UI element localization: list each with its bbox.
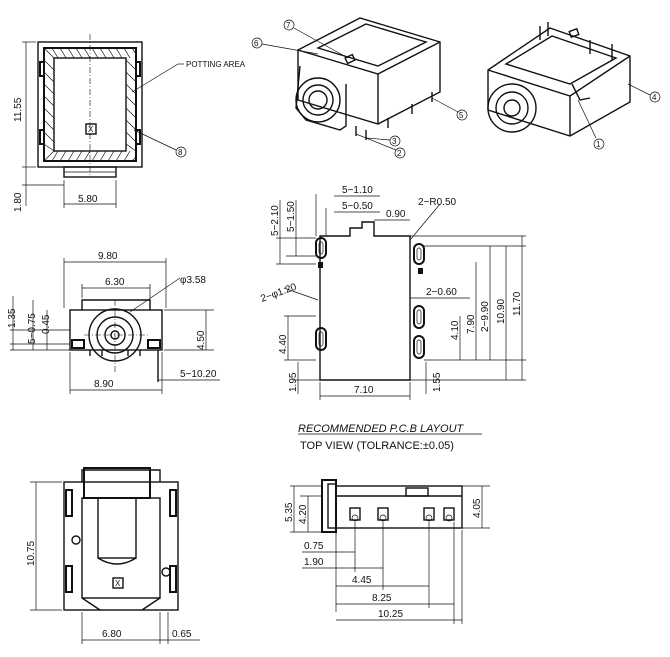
pcb-layout-subtitle: TOP VIEW (TOLRANCE:±0.05) [300, 440, 454, 452]
dim-lateral-075: 0.75 [304, 541, 324, 552]
callout-5: 5 [459, 111, 464, 120]
dim-side-base: 1.80 [13, 192, 24, 212]
dim-bottom-width: 6.80 [102, 629, 122, 640]
potting-hatch [43, 47, 137, 162]
dim-side-height: 11.55 [13, 97, 24, 122]
callout-4: 4 [652, 93, 657, 102]
dim-lateral-190: 1.90 [304, 557, 324, 568]
isometric-view-a: 6 7 3 2 5 [251, 17, 468, 159]
dim-side-width: 5.80 [78, 194, 98, 205]
potting-area-label: POTTING AREA [186, 60, 246, 69]
dim-pcb-155: 1.55 [432, 372, 443, 392]
lateral-view: 5.35 4.20 4.05 0.75 1.90 4.45 8.25 10.25 [284, 479, 490, 624]
callout-8: 8 [178, 148, 183, 157]
callout-7: 7 [286, 21, 291, 30]
dim-front-width-top: 9.80 [98, 251, 118, 262]
dim-front-pin: 5−10.20 [180, 369, 217, 380]
pcb-layout-title: RECOMMENDED P.C.B LAYOUT [298, 423, 465, 435]
dim-pcb-195: 1.95 [288, 372, 299, 392]
pcb-slot-holes [315, 237, 425, 359]
dim-pcb-060: 2−0.60 [426, 287, 457, 298]
dim-front-diameter: φ3.58 [180, 275, 206, 286]
dim-lateral-825: 8.25 [372, 593, 392, 604]
pcb-layout-view: 5−2.10 5−1.50 5−1.10 5−0.50 0.90 2−R0.50… [259, 185, 526, 452]
dim-bottom-065: 0.65 [172, 629, 192, 640]
dim-front-075: 5−0.75 [27, 313, 38, 344]
side-part-marker: X [88, 125, 94, 134]
dim-lateral-445: 4.45 [352, 575, 372, 586]
dim-pcb-410: 4.10 [450, 320, 461, 340]
callout-3: 3 [392, 137, 397, 146]
dim-front-135: 1.35 [7, 308, 18, 328]
bottom-view: X 10.75 6.80 0.65 [26, 467, 200, 644]
dim-pcb-710: 7.10 [354, 385, 374, 396]
dim-pcb-5-210: 5−2.10 [270, 205, 281, 236]
dim-bottom-height: 10.75 [26, 541, 37, 566]
dim-front-width-bottom: 8.90 [94, 379, 114, 390]
callout-6: 6 [254, 39, 259, 48]
dim-pcb-990: 2−9.90 [480, 301, 491, 332]
dim-pcb-r050: 2−R0.50 [418, 197, 457, 208]
callout-1: 1 [596, 140, 601, 149]
dim-pcb-dia120: 2−φ1.20 [259, 282, 298, 305]
dim-front-045: 0.45 [41, 314, 52, 334]
dim-front-450: 4.50 [196, 330, 207, 350]
dim-pcb-1090: 10.90 [496, 299, 507, 324]
dim-lateral-535: 5.35 [284, 502, 295, 522]
dim-pcb-5-050: 5−0.50 [342, 201, 373, 212]
dim-pcb-5-110: 5−1.10 [342, 185, 373, 196]
dim-pcb-1170: 11.70 [512, 291, 523, 316]
dim-pcb-790: 7.90 [466, 314, 477, 334]
callout-2: 2 [397, 149, 402, 158]
dim-front-width-inner: 6.30 [105, 277, 125, 288]
dim-pcb-5-150: 5−1.50 [286, 201, 297, 232]
front-view: 9.80 6.30 φ3.58 1.35 5−0.75 0.45 4.50 8.… [7, 251, 220, 394]
lateral-pins [349, 507, 455, 522]
isometric-view-b: 4 1 [487, 22, 661, 150]
bottom-part-marker: X [115, 579, 121, 588]
dim-pcb-090: 0.90 [386, 209, 406, 220]
dim-lateral-405: 4.05 [472, 498, 483, 518]
side-view: X 11.55 1.80 5.80 POTTING AREA 8 [13, 34, 246, 212]
dim-pcb-440: 4.40 [278, 334, 289, 354]
dim-lateral-1025: 10.25 [378, 609, 403, 620]
dim-lateral-420: 4.20 [298, 504, 309, 524]
